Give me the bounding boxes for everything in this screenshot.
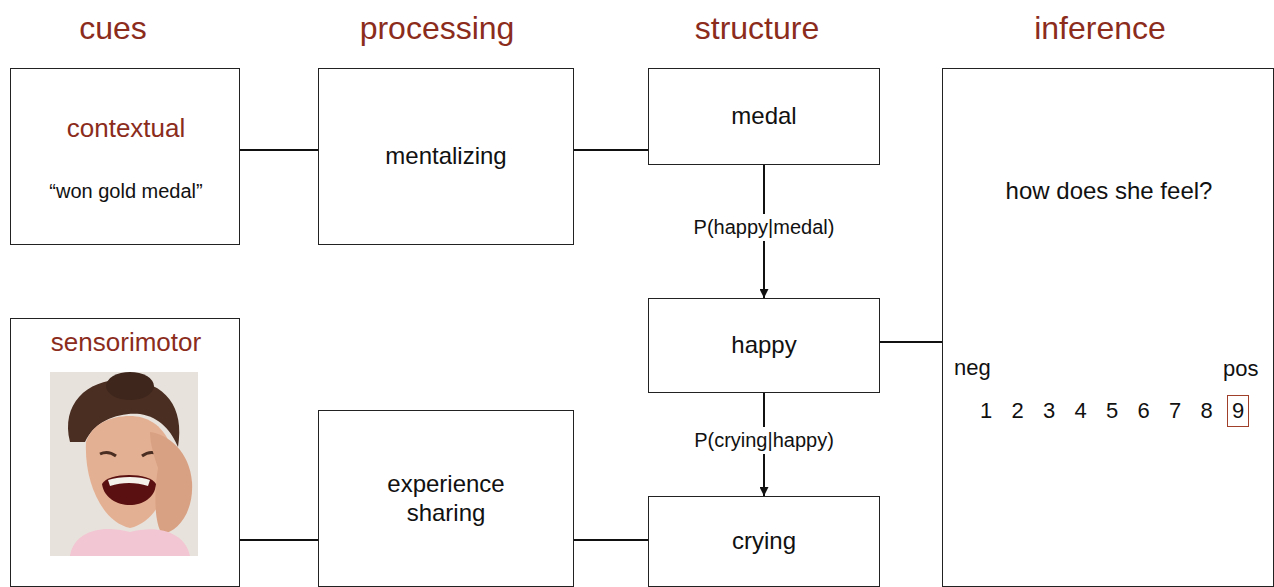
- node-text: 6: [1137, 398, 1149, 424]
- structure-box: medal: [648, 68, 880, 165]
- column-heading: cues: [79, 10, 147, 47]
- node-text: 8: [1200, 398, 1212, 424]
- node-text: “won gold medal”: [49, 179, 202, 203]
- photo-ground: [50, 372, 198, 556]
- connector: [880, 341, 942, 343]
- column-heading: inference: [1034, 10, 1166, 47]
- node-text: pos: [1223, 356, 1258, 382]
- node-text: mentalizing: [385, 142, 506, 171]
- node-text: experience sharing: [371, 470, 521, 528]
- sleeve: [70, 529, 190, 556]
- column-heading: structure: [695, 10, 819, 47]
- structure-box: happy: [648, 298, 880, 393]
- node-text: contextual: [67, 113, 186, 144]
- node-text: crying: [732, 527, 796, 556]
- crying-woman-photo: [50, 372, 198, 556]
- connector: [240, 539, 318, 541]
- open-mouth: [102, 475, 156, 505]
- hand: [150, 432, 192, 534]
- node-text: happy: [731, 331, 796, 360]
- node-text: how does she feel?: [1006, 177, 1213, 206]
- edge-label: P(happy|medal): [691, 214, 838, 241]
- edge-label: P(crying|happy): [691, 427, 837, 454]
- inference-box: how does she feel? neg pos 123456789: [942, 68, 1274, 587]
- cue-box: contextual “won gold medal”: [10, 68, 240, 245]
- connector: [574, 539, 648, 541]
- connector: [574, 149, 648, 151]
- node-text: neg: [954, 355, 991, 381]
- node-text: 3: [1043, 398, 1055, 424]
- node-text: sensorimotor: [51, 327, 201, 358]
- node-text: 5: [1106, 398, 1118, 424]
- node-text: 9: [1227, 395, 1249, 427]
- column-heading: processing: [360, 10, 515, 47]
- node-text: 1: [980, 398, 992, 424]
- connector: [240, 149, 318, 151]
- hair-bun: [106, 372, 154, 400]
- cue-box: sensorimotor: [10, 318, 240, 587]
- teeth: [108, 477, 150, 486]
- node-text: 7: [1169, 398, 1181, 424]
- node-text: 4: [1074, 398, 1086, 424]
- structure-box: crying: [648, 496, 880, 587]
- eye: [100, 452, 116, 456]
- node-text: 2: [1011, 398, 1023, 424]
- process-box: mentalizing: [318, 68, 574, 245]
- node-text: medal: [731, 102, 796, 131]
- process-box: experience sharing: [318, 410, 574, 587]
